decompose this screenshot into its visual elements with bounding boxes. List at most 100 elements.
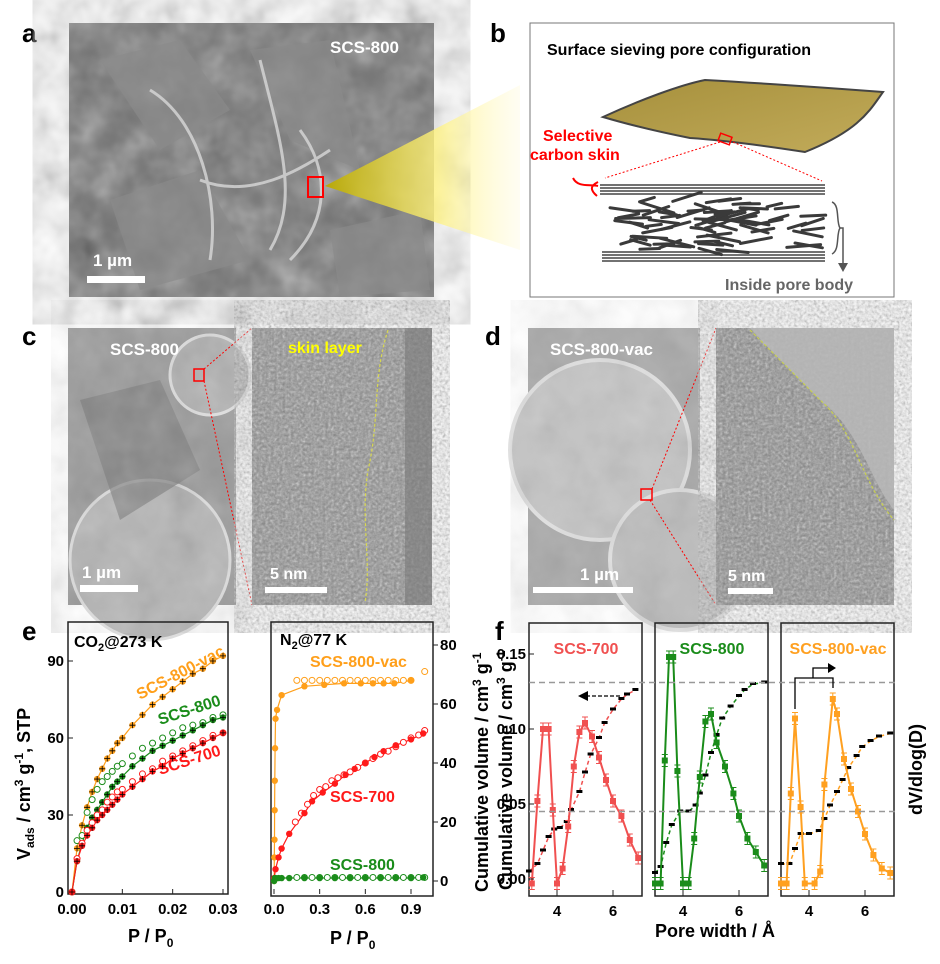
label-scs-800: SCS-800: [156, 693, 223, 729]
cumulative-point: [702, 773, 709, 777]
carbon-sheet-fragment: [660, 213, 682, 220]
adsorption-point: [371, 753, 378, 761]
error-bar: [817, 865, 824, 878]
desorption-point: [88, 796, 96, 804]
cumulative-point: [545, 835, 552, 838]
adsorption-point: [362, 874, 369, 882]
desorption-point: [308, 676, 316, 684]
cumulative-point: [867, 739, 874, 742]
error-bar: [104, 791, 111, 798]
error-bar: [189, 745, 196, 752]
error-bar: [199, 722, 206, 729]
y-tick-label: 0: [56, 884, 64, 901]
carbon-sheet-illustration: [600, 78, 885, 154]
scale-bar: [265, 587, 327, 593]
error-bar: [801, 877, 808, 890]
y-tick-label: 0.00: [497, 871, 526, 888]
carbon-sheet-fragment: [696, 231, 733, 239]
desorption-point: [83, 808, 91, 816]
y-tick-label: 0.05: [497, 796, 526, 813]
carbon-sheet-fragment: [704, 197, 733, 205]
scale-label: 1 µm: [93, 251, 132, 270]
carbon-sheet-fragment: [697, 246, 723, 257]
cumulative-point: [797, 832, 804, 835]
cumulative-point: [786, 862, 793, 865]
desorption-point: [169, 729, 177, 737]
error-bar: [744, 832, 751, 845]
error-bar: [834, 707, 840, 721]
error-bar: [610, 794, 616, 808]
adsorption-point: [391, 680, 398, 687]
f-right-axis-label: dV/dlog(D): [906, 724, 926, 815]
carbon-sheet-fragment: [731, 201, 752, 206]
hrtem-image-c: [252, 328, 432, 605]
y-tick-label: 0.10: [497, 721, 526, 738]
shift-bracket: [794, 667, 834, 709]
adsorption-point: [340, 680, 348, 687]
error-bar: [94, 776, 101, 783]
selection-box-d: [640, 488, 653, 501]
cumulative-point: [727, 704, 734, 708]
selection-box: [307, 176, 324, 198]
adsorption-point: [273, 706, 281, 714]
carbon-sheet-fragment: [738, 236, 773, 245]
error-bar: [534, 794, 541, 808]
tem-image-d-low-mag: [508, 328, 752, 632]
error-bar: [69, 889, 75, 895]
error-bar: [792, 712, 798, 725]
error-bar: [549, 803, 556, 817]
error-bar: [545, 722, 552, 736]
psd-title: SCS-800-vac: [790, 641, 887, 658]
carbon-sheet-fragment: [705, 233, 742, 244]
body-label: Inside pore body: [725, 277, 853, 294]
adsorption-point: [342, 771, 349, 778]
adsorption-point: [407, 736, 415, 743]
adsorption-point: [377, 874, 384, 882]
carbon-sheet-fragment: [773, 204, 800, 211]
carbon-sheet-fragment: [613, 219, 644, 226]
adsorption-point: [319, 789, 326, 796]
carbon-sheet-fragment: [702, 209, 732, 215]
error-bar: [841, 752, 847, 766]
cumulative-point: [845, 766, 852, 769]
zoom-line: [649, 499, 717, 606]
skin-boundary-line: [749, 329, 895, 521]
error-bar: [109, 801, 116, 808]
cumulative-point: [587, 752, 594, 756]
adsorption-point: [380, 680, 387, 687]
carbon-sheet-fragment: [638, 195, 656, 204]
desorption-point: [384, 676, 392, 684]
adsorption-point: [331, 780, 339, 787]
cumulative-point: [601, 721, 608, 724]
x-tick-label: 0.0: [264, 901, 285, 918]
error-bar: [119, 735, 126, 741]
cumulative-point: [713, 733, 720, 736]
panel-label-c: c: [22, 321, 36, 351]
adsorption-point: [278, 845, 285, 852]
cumulative-point: [632, 688, 639, 691]
scale-bar: [87, 276, 145, 283]
carbon-layers-illustration: [600, 184, 828, 262]
desorption-point: [421, 668, 429, 676]
error-bar: [220, 652, 226, 659]
desorption-point: [334, 774, 342, 782]
error-bar: [829, 692, 836, 706]
panel-label-b: b: [490, 18, 506, 48]
carbon-sheet-fragment: [800, 226, 826, 232]
carbon-sheet-fragment: [666, 243, 692, 249]
error-bar: [855, 805, 861, 818]
cumulative-point: [576, 790, 583, 793]
zoom-line: [651, 327, 717, 490]
arrow-right-icon: [828, 663, 836, 673]
cumulative-point: [839, 778, 846, 781]
n2-plot-title: N2@77 K: [280, 632, 348, 652]
error-bar: [209, 735, 216, 741]
error-bar: [661, 754, 668, 767]
desorption-point: [399, 873, 407, 881]
desorption-point: [159, 734, 167, 742]
desorption-point: [179, 724, 187, 732]
skin-boundary-line: [364, 329, 389, 604]
error-bar: [199, 740, 206, 747]
cumulative-point: [806, 832, 812, 835]
